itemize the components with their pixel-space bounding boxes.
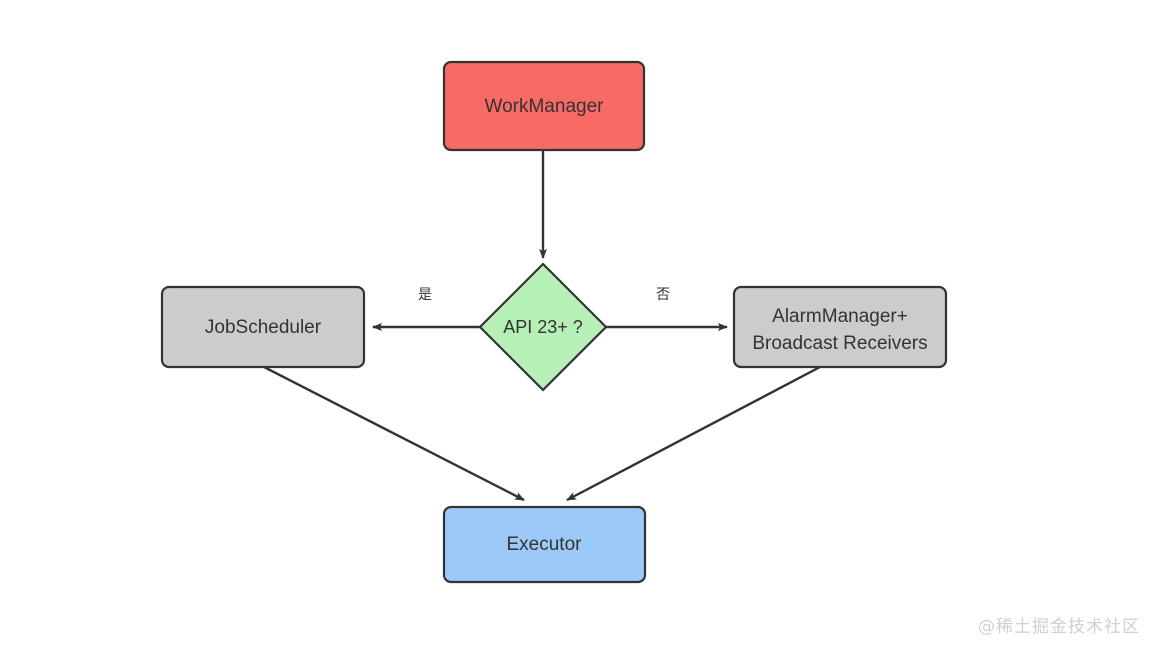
node-executor-label: Executor bbox=[507, 534, 583, 555]
edge-label-yes: 是 bbox=[418, 287, 432, 303]
node-decision-label: API 23+ ? bbox=[503, 317, 583, 337]
edge-decision-to-jobscheduler: 是 bbox=[372, 287, 483, 331]
node-alarmmanager[interactable]: AlarmManager+ Broadcast Receivers bbox=[732, 285, 948, 369]
node-executor[interactable]: Executor bbox=[442, 505, 647, 584]
node-jobscheduler-label: JobScheduler bbox=[205, 317, 322, 338]
edge-alarmmanager-to-executor bbox=[566, 365, 821, 502]
edge-jobscheduler-to-executor bbox=[263, 365, 525, 502]
watermark: @稀土掘金技术社区 bbox=[978, 617, 1140, 637]
node-decision-api23[interactable]: API 23+ ? bbox=[478, 262, 608, 392]
node-alarmmanager-label-line1: AlarmManager+ bbox=[772, 306, 908, 327]
node-jobscheduler[interactable]: JobScheduler bbox=[160, 285, 366, 369]
edge-label-no: 否 bbox=[656, 287, 670, 303]
edge-decision-to-alarmmanager: 否 bbox=[603, 287, 728, 331]
node-alarmmanager-label-line2: Broadcast Receivers bbox=[752, 333, 927, 354]
node-workmanager-label: WorkManager bbox=[485, 96, 605, 117]
node-workmanager[interactable]: WorkManager bbox=[442, 60, 646, 152]
